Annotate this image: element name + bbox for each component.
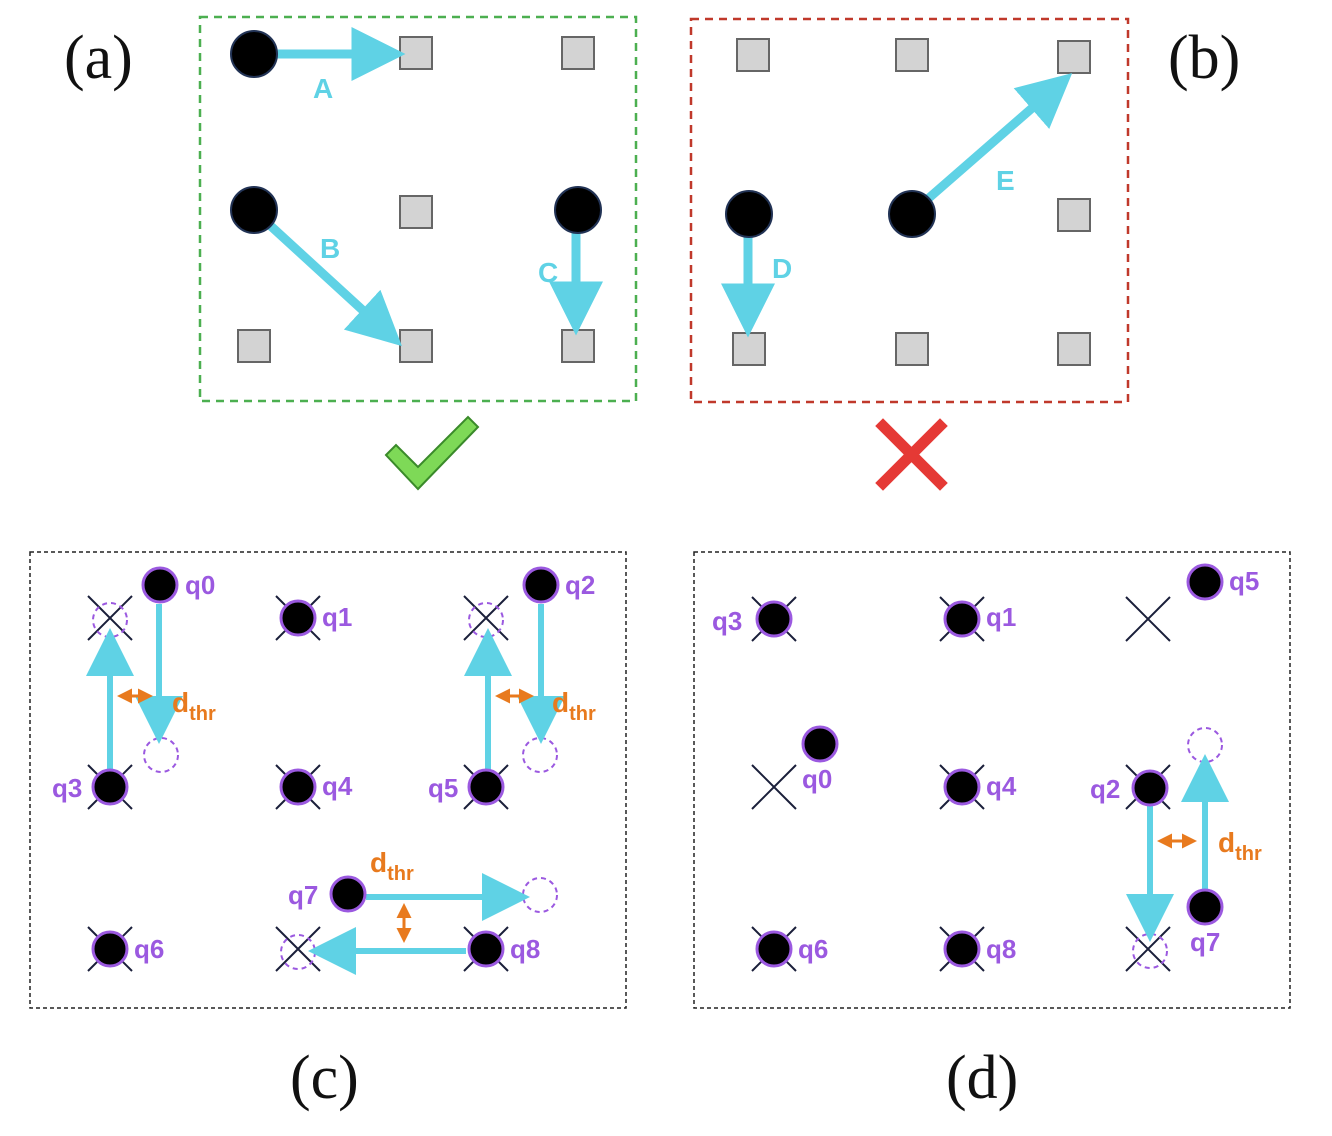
arrow-label-c: C (538, 257, 558, 288)
moves-c (86, 604, 565, 975)
target-circle (522, 737, 558, 773)
qubit-label: q8 (510, 934, 540, 964)
qubit (329, 875, 367, 913)
qubit (91, 930, 129, 968)
trap-site (1057, 198, 1091, 232)
invalid-region-box (689, 17, 1130, 404)
qubit (279, 768, 317, 806)
cross-icon (875, 418, 948, 491)
qubit (141, 566, 179, 604)
qubit (755, 600, 793, 638)
target-circle (1187, 727, 1223, 763)
panel-c-box (29, 551, 627, 1009)
qubit-label: q8 (986, 934, 1016, 964)
panel-b: (b) D E (689, 17, 1240, 491)
qubit-label: q3 (712, 606, 742, 636)
qubit-label: q5 (428, 773, 458, 803)
dthr-arrows-c (117, 688, 534, 943)
qubit (801, 725, 839, 763)
qubit (943, 600, 981, 638)
trap-site (895, 38, 929, 72)
qubits-d (755, 563, 1224, 968)
qubit (755, 930, 793, 968)
trap-site (237, 329, 271, 363)
trap-site (561, 329, 595, 363)
dthr-label: dthr (1218, 827, 1262, 865)
trap-sites-b (732, 38, 1091, 366)
arrow-label-a: A (313, 73, 333, 104)
qubit-label: q6 (134, 934, 164, 964)
target-circle (468, 602, 504, 638)
qubit (91, 768, 129, 806)
check-icon (384, 415, 480, 491)
qubit (1186, 563, 1224, 601)
arrow-label-b: B (320, 233, 340, 264)
panel-d: (d) (693, 551, 1291, 1112)
target-circle (143, 737, 179, 773)
qubit (1131, 769, 1169, 807)
trap-site (399, 329, 433, 363)
target-circle (1132, 933, 1168, 969)
qubit-label: q0 (185, 570, 215, 600)
trap-site (895, 332, 929, 366)
qubit (467, 768, 505, 806)
target-circle (92, 602, 128, 638)
target-positions-d (1132, 727, 1223, 969)
qubit (279, 599, 317, 637)
panel-d-box (693, 551, 1291, 1009)
panel-c-label: (c) (290, 1044, 359, 1112)
trap-site (399, 36, 433, 70)
qubit-label: q2 (1090, 774, 1120, 804)
qubit-label: q7 (288, 880, 318, 910)
target-circle (280, 934, 316, 970)
trap-sites-a (237, 36, 595, 363)
moves-d (1126, 754, 1229, 942)
atom (888, 190, 936, 238)
qubit-label: q0 (802, 764, 832, 794)
dthr-label: dthr (370, 847, 414, 885)
trap-site (732, 332, 766, 366)
arrow-label-d: D (772, 253, 792, 284)
atom (554, 186, 602, 234)
qubit (1186, 888, 1224, 926)
atom (230, 30, 278, 78)
dthr-label: dthr (552, 687, 596, 725)
trap-site (1057, 40, 1091, 74)
valid-region-box (198, 15, 638, 403)
trap-site (399, 195, 433, 229)
panel-a-label: (a) (64, 24, 133, 92)
qubit-label: q4 (986, 771, 1017, 801)
trap-site (1057, 332, 1091, 366)
qubit (943, 930, 981, 968)
qubit-label: q2 (565, 570, 595, 600)
dthr-label: dthr (172, 687, 216, 725)
target-circle (522, 877, 558, 913)
trap-site (561, 36, 595, 70)
qubits-c (91, 566, 560, 968)
atom (725, 190, 773, 238)
qubit-label: q3 (52, 773, 82, 803)
qubit-label: q4 (322, 771, 353, 801)
atom (230, 186, 278, 234)
panel-a: (a) A B C (64, 15, 638, 491)
trap-site (736, 38, 770, 72)
qubit-label: q6 (798, 934, 828, 964)
qubit-label: q1 (986, 602, 1016, 632)
panel-c: (c) (29, 551, 627, 1112)
panel-b-label: (b) (1168, 24, 1240, 92)
qubit-label: q7 (1190, 927, 1220, 957)
move-arrow-b (258, 214, 402, 347)
qubit-label: q1 (322, 602, 352, 632)
arrow-label-e: E (996, 165, 1015, 196)
move-arrow-e (919, 73, 1073, 208)
panel-d-label: (d) (946, 1044, 1018, 1112)
qubit (522, 566, 560, 604)
qubit (943, 768, 981, 806)
qubit (467, 930, 505, 968)
qubit-label: q5 (1229, 566, 1259, 596)
